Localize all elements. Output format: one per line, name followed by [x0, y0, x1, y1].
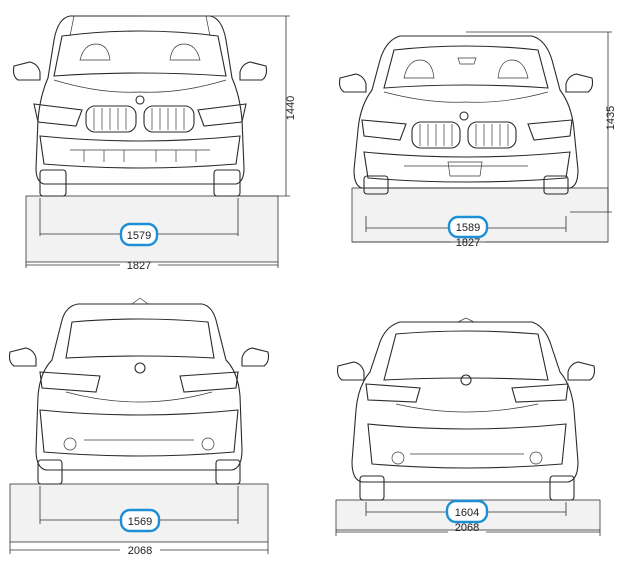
track-dimension-line [39, 486, 239, 524]
track-dimension-line [365, 502, 567, 516]
car-rear-sedan [336, 317, 596, 501]
width-label: 1827 [456, 237, 480, 249]
car-front-touring [12, 15, 268, 197]
track-label-circle [447, 215, 489, 239]
front-sedan-view: 1435 1589 1827 [338, 31, 617, 249]
width-dimension-line [9, 542, 269, 554]
car-front-sedan [338, 35, 594, 195]
track-dimension-line [365, 216, 567, 232]
track-label-circle [119, 222, 159, 247]
rear-touring-view: 1569 2068 [8, 297, 270, 557]
track-label-circle [119, 508, 161, 533]
track-label: 1579 [127, 230, 151, 242]
car-rear-touring [8, 297, 270, 485]
track-dimension-line [39, 198, 239, 236]
front-touring-view: 1440 1579 1827 [12, 15, 297, 272]
width-label: 2068 [455, 522, 479, 534]
width-dimension-line [25, 262, 279, 268]
track-label-circle [445, 499, 489, 524]
track-label: 1589 [456, 222, 480, 234]
width-dimension-line [335, 530, 601, 536]
track-label: 1569 [128, 516, 152, 528]
width-label: 1827 [127, 260, 151, 272]
rear-sedan-view: 1604 2068 [335, 317, 601, 536]
width-label: 2068 [128, 545, 152, 557]
track-label: 1604 [455, 507, 479, 519]
height-dimension-line [466, 31, 612, 213]
height-label: 1435 [605, 106, 617, 130]
height-label: 1440 [285, 96, 297, 120]
height-dimension-line [140, 15, 290, 197]
